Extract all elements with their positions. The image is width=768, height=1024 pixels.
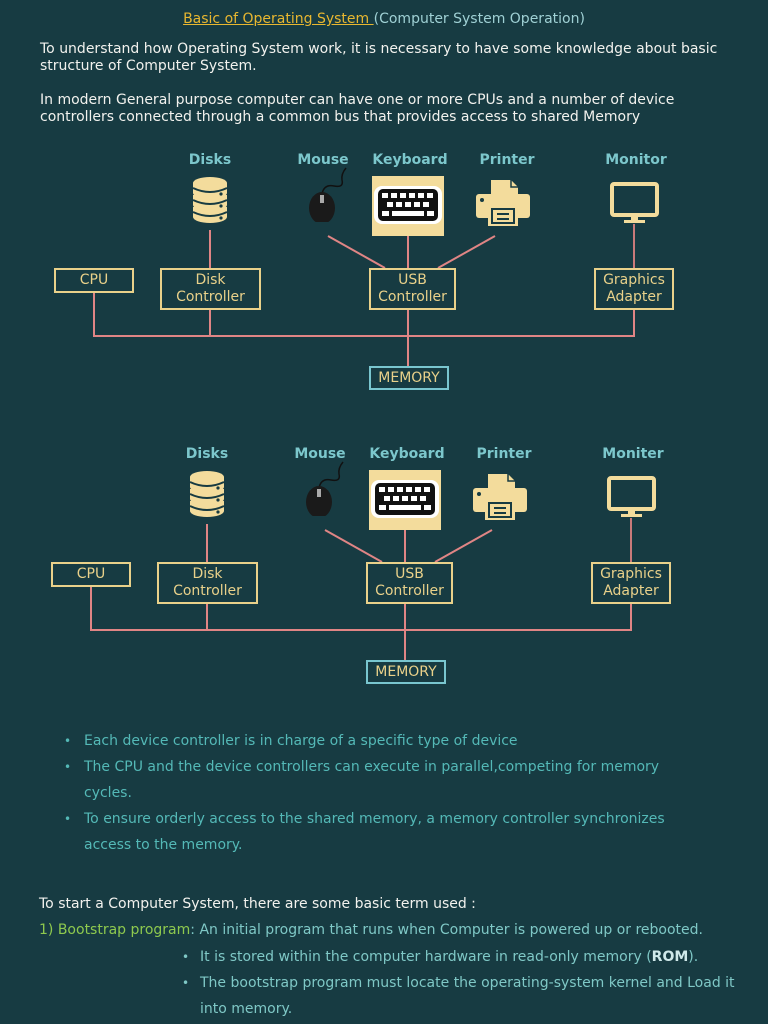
usb-controller-box: USB Controller [366, 562, 453, 604]
bullet-item: Each device controller is in charge of a… [40, 728, 700, 754]
title-link[interactable]: Basic of Operating System [183, 11, 374, 27]
sub-bullet-text: It is stored within the computer hardwar… [200, 949, 652, 965]
term-separator: : [190, 922, 195, 938]
disk-controller-label-1: Disk [195, 272, 226, 288]
monitor-label: Monitor [605, 152, 667, 168]
intro-paragraph-2: In modern General purpose computer can h… [40, 92, 675, 125]
graphics-adapter-label-1: Graphics [600, 566, 662, 582]
memory-box: MEMORY [369, 366, 449, 390]
bullet-item: The CPU and the device controllers can e… [40, 754, 700, 806]
mouse-link [324, 529, 383, 563]
graphics-adapter-box: Graphics Adapter [591, 562, 671, 604]
keyboard-icon [369, 470, 441, 530]
mouse-icon [309, 167, 347, 222]
bootstrap-sub-bullets: It is stored within the computer hardwar… [162, 944, 752, 1022]
printer-label: Printer [476, 446, 532, 462]
database-icon [189, 471, 225, 517]
term-description: An initial program that runs when Comput… [199, 922, 703, 938]
title-subtitle: (Computer System Operation) [373, 11, 585, 27]
keyboard-label: Keyboard [369, 446, 445, 462]
usb-controller-label-2: Controller [375, 583, 444, 599]
graphics-adapter-label-2: Adapter [603, 583, 659, 599]
cpu-label: CPU [79, 272, 109, 288]
disks-label: Disks [185, 446, 229, 462]
disk-controller-box: Disk Controller [157, 562, 258, 604]
cpu-box: CPU [54, 268, 134, 293]
printer-icon [476, 180, 530, 226]
monitor-icon [610, 182, 659, 223]
mouse-icon [306, 461, 344, 516]
printer-link [437, 235, 496, 269]
monitor-label: Moniter [602, 446, 664, 462]
database-icon [192, 177, 228, 223]
disks-label: Disks [188, 152, 232, 168]
cpu-label: CPU [76, 566, 106, 582]
memory-label: MEMORY [378, 369, 440, 386]
mouse-link [327, 235, 386, 269]
cpu-box: CPU [51, 562, 131, 587]
usb-controller-box: USB Controller [369, 268, 456, 310]
term-label: Bootstrap program [57, 922, 191, 938]
memory-box: MEMORY [366, 660, 446, 684]
mouse-label: Mouse [297, 152, 349, 168]
diagram-2-container: Disks Mouse Keyboard Printer Moniter [0, 446, 765, 706]
printer-link [434, 529, 493, 563]
graphics-adapter-box: Graphics Adapter [594, 268, 674, 310]
disk-controller-label-2: Controller [176, 289, 245, 305]
bullet-item: To ensure orderly access to the shared m… [40, 806, 700, 858]
disk-controller-label-1: Disk [192, 566, 223, 582]
printer-label: Printer [479, 152, 535, 168]
keyboard-label: Keyboard [372, 152, 448, 168]
disk-controller-label-2: Controller [173, 583, 242, 599]
usb-controller-label-2: Controller [378, 289, 447, 305]
diagram-connections [93, 224, 635, 366]
usb-controller-label-1: USB [398, 272, 427, 288]
diagram-connections [90, 518, 632, 660]
page-title: Basic of Operating System (Computer Syst… [0, 11, 768, 27]
rom-emphasis: ROM [651, 949, 689, 965]
intro-paragraph-1: To understand how Operating System work,… [40, 41, 718, 74]
computer-system-diagram: Disks Mouse Keyboard Printer Monitor [0, 152, 768, 412]
term-number: 1) [39, 922, 54, 938]
memory-label: MEMORY [375, 663, 437, 680]
computer-system-diagram: Disks Mouse Keyboard Printer Moniter [0, 446, 765, 706]
usb-controller-label-1: USB [395, 566, 424, 582]
graphics-adapter-label-1: Graphics [603, 272, 665, 288]
mouse-label: Mouse [294, 446, 346, 462]
controller-bullet-list: Each device controller is in charge of a… [40, 728, 700, 858]
sub-bullet-text-end: ). [688, 949, 699, 965]
graphics-adapter-label-2: Adapter [606, 289, 662, 305]
bootstrap-term: 1) Bootstrap program: An initial program… [39, 922, 703, 938]
sub-bullet-item: It is stored within the computer hardwar… [162, 944, 752, 970]
monitor-icon [607, 476, 656, 517]
disk-controller-box: Disk Controller [160, 268, 261, 310]
diagram-1-container: Disks Mouse Keyboard Printer Monitor [0, 152, 768, 412]
printer-icon [473, 474, 527, 520]
sub-bullet-item: The bootstrap program must locate the op… [162, 970, 752, 1022]
start-section-heading: To start a Computer System, there are so… [39, 896, 476, 912]
keyboard-icon [372, 176, 444, 236]
